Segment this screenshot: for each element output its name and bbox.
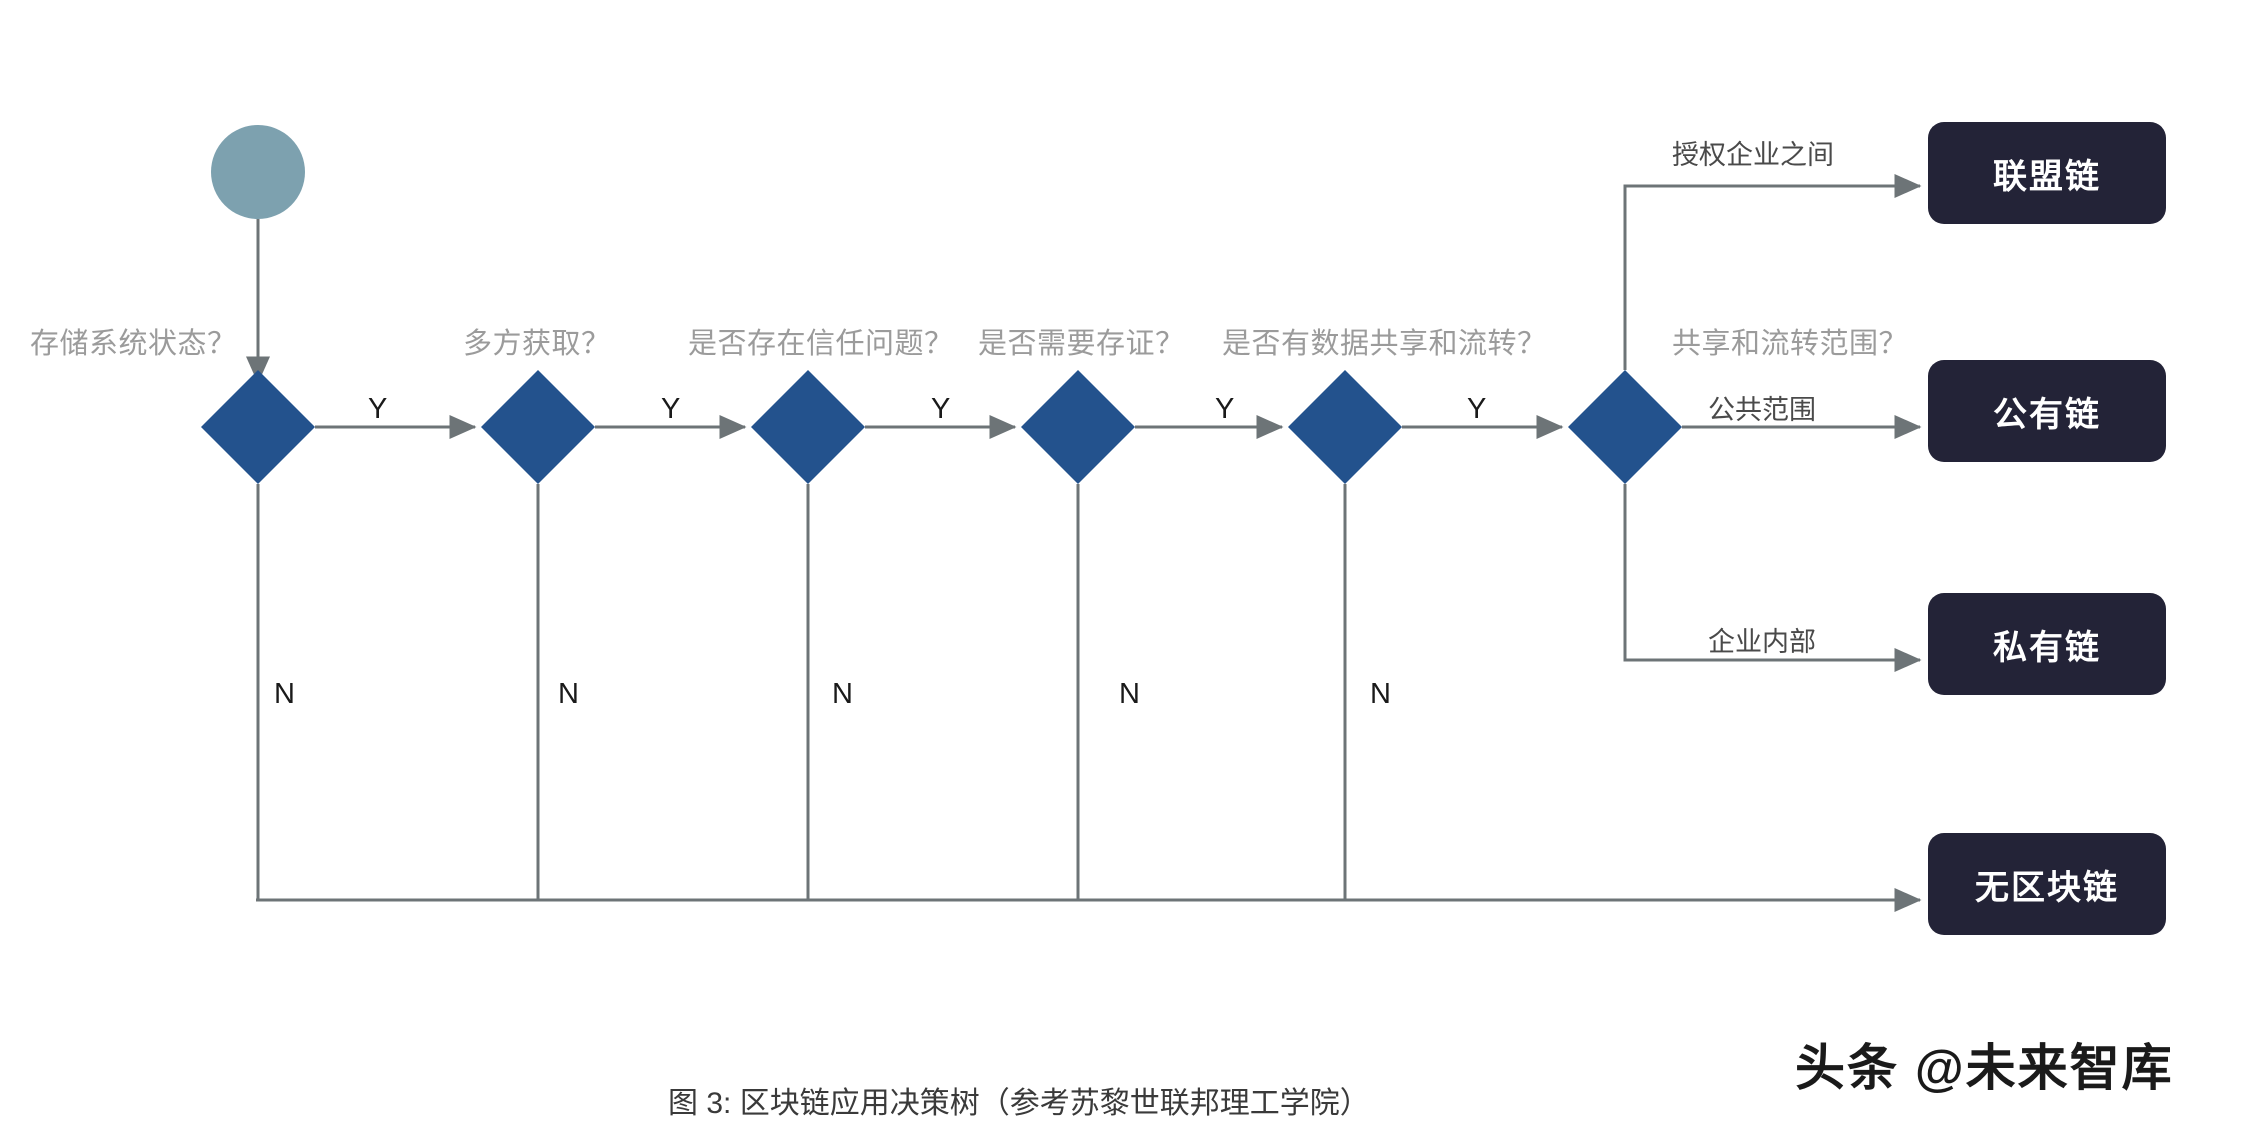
- no-label-3: N: [832, 678, 853, 710]
- edge-branch-private: [1623, 484, 1922, 672]
- question-label-1: 存储系统状态？: [30, 328, 237, 360]
- question-label-2: 多方获取？: [463, 328, 611, 360]
- decision-node-6[interactable]: [1568, 370, 1682, 484]
- edge-branch-consortium: [1623, 174, 1922, 370]
- decision-node-3[interactable]: [751, 370, 865, 484]
- no-label-2: N: [558, 678, 579, 710]
- question-label-4: 是否需要存证？: [978, 328, 1185, 360]
- yes-label-3: Y: [931, 393, 951, 425]
- start-node[interactable]: [211, 125, 305, 219]
- yes-label-1: Y: [368, 393, 388, 425]
- branch-label-private: 企业内部: [1708, 627, 1816, 657]
- question-label-3: 是否存在信任问题？: [688, 328, 954, 360]
- yes-label-4: Y: [1215, 393, 1235, 425]
- decision-node-4[interactable]: [1021, 370, 1135, 484]
- question-label-6: 共享和流转范围？: [1672, 328, 1909, 360]
- outcome-box-private[interactable]: 私有链: [1928, 593, 2166, 695]
- decision-node-5[interactable]: [1288, 370, 1402, 484]
- decision-node-2[interactable]: [481, 370, 595, 484]
- branch-label-consortium: 授权企业之间: [1672, 140, 1834, 170]
- no-label-5: N: [1370, 678, 1391, 710]
- outcome-box-no-blockchain[interactable]: 无区块链: [1928, 833, 2166, 935]
- branch-label-public: 公共范围: [1708, 395, 1816, 425]
- no-label-1: N: [274, 678, 295, 710]
- outcome-box-consortium[interactable]: 联盟链: [1928, 122, 2166, 224]
- outcome-box-public[interactable]: 公有链: [1928, 360, 2166, 462]
- no-label-4: N: [1119, 678, 1140, 710]
- decision-node-1[interactable]: [201, 370, 315, 484]
- yes-label-2: Y: [661, 393, 681, 425]
- question-label-5: 是否有数据共享和流转？: [1222, 328, 1547, 360]
- yes-label-5: Y: [1467, 393, 1487, 425]
